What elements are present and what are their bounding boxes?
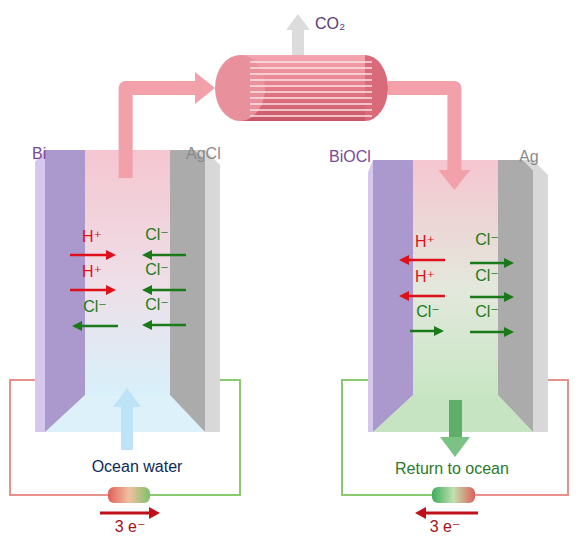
h-arrow [70,254,108,257]
cl-arrowhead [72,321,82,331]
ion-label: Cl⁻ [416,303,440,321]
electron-arrow [100,512,150,515]
electrode-label: Ag [519,148,539,166]
left-cell [35,150,220,432]
co2-arrow [292,28,304,58]
co2-arrowhead [286,14,310,30]
inflow-arrow [121,405,133,450]
tube-line [250,85,372,87]
electrochemical-cell: BiOClAg [368,190,548,435]
cl-arrowhead [504,292,514,302]
h-arrowhead [399,291,409,301]
cl-arrowhead [142,250,152,260]
ion-label: H⁺ [415,233,435,251]
right-cell [368,160,548,432]
biocl-electrode [373,160,413,432]
cl-arrowhead [142,285,152,295]
ion-label: Cl⁻ [145,261,169,279]
pipe-connector [388,88,454,172]
tube-line [250,67,372,69]
electrochemical-cell: BiAgCl [35,178,220,433]
outflow-arrowhead [440,437,470,457]
h-arrow [407,259,445,262]
cl-arrowhead [504,258,514,268]
co2-stripper-box: CO₂ [215,55,388,121]
ion-label: H⁺ [415,268,435,286]
ag-electrode-edge [523,160,548,432]
resistor-symbol [432,487,475,503]
tube-line [250,79,372,81]
tube-line [250,115,372,117]
ion-label: Cl⁻ [83,298,107,316]
agcl-electrode-edge [195,150,220,432]
electrode-label: Bi [32,145,46,163]
biocl-electrode-edge [368,160,373,432]
electron-arrow [425,512,478,515]
h-arrowhead [106,285,116,295]
tube-line [250,73,372,75]
outflow-arrow [449,400,462,438]
bi-electrode-edge [35,150,45,432]
flow-label: Return to ocean [395,460,509,478]
resistor-symbol [108,487,150,503]
electron-label: 3 e⁻ [115,518,146,536]
cl-arrow [150,324,186,327]
cl-arrow [80,325,118,328]
gas-label: CO₂ [315,15,345,33]
electrode-label: BiOCl [329,148,371,166]
ion-label: H⁺ [82,228,102,246]
h-arrow [70,289,108,292]
ion-label: Cl⁻ [475,267,499,285]
ion-label: H⁺ [82,263,102,281]
tube-line [250,103,372,105]
h-arrowhead [106,250,116,260]
h-arrow [407,295,445,298]
cl-arrowhead [142,320,152,330]
electrolyte [413,160,498,395]
flow-label: Ocean water [92,458,183,476]
electron-label: 3 e⁻ [430,518,461,536]
cl-arrow [470,296,506,299]
ion-label: Cl⁻ [475,303,499,321]
co2-stripper [215,14,388,121]
tube-line [250,109,372,111]
pipe-arrowhead [195,72,215,104]
tube-line [250,97,372,99]
pipe-arrowhead [438,170,470,190]
ion-arrows [70,250,186,331]
cl-arrow [150,254,186,257]
ion-label: Cl⁻ [145,296,169,314]
cl-arrow [410,330,436,333]
ion-label: Cl⁻ [145,226,169,244]
cl-arrow [470,262,506,265]
cl-arrowhead [504,327,514,337]
cl-arrow [150,289,186,292]
stripper-tubes [250,62,372,116]
ion-label: Cl⁻ [475,231,499,249]
tube-line [250,61,372,63]
ion-arrows [399,255,514,337]
inflow-arrowhead [113,388,141,407]
cl-arrowhead [434,326,444,336]
pipe-connector [126,88,197,178]
stripper-cap [215,55,265,121]
h-arrowhead [399,255,409,265]
electron-arrowhead [415,507,426,519]
electrode-label: AgCl [186,145,221,163]
tube-line [250,91,372,93]
cl-arrow [470,331,506,334]
electron-arrowhead [149,507,160,519]
